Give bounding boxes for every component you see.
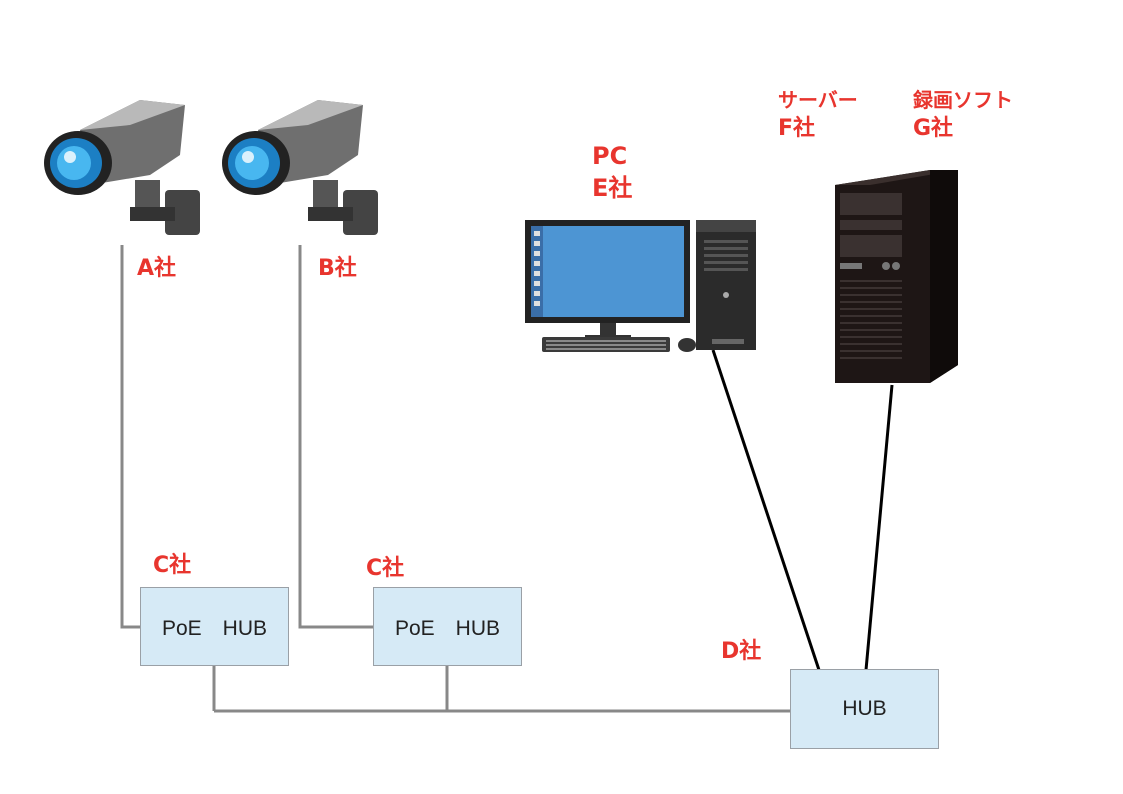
security-camera-icon xyxy=(44,100,200,235)
cable-camera-a xyxy=(120,245,141,629)
hub-company-label: D社 xyxy=(721,639,762,664)
cable-camera-b xyxy=(298,245,374,629)
pc-name-label: PC xyxy=(592,142,628,170)
server-name-label: サーバー xyxy=(778,88,858,112)
cable-server xyxy=(864,384,894,671)
desktop-pc-icon xyxy=(525,220,756,352)
poe-hub-2-label: PoE HUB xyxy=(394,616,501,640)
hub: HUB xyxy=(790,669,939,749)
poe-hub-1-company-label: C社 xyxy=(153,553,192,578)
camera-b-company-label: B社 xyxy=(318,256,357,281)
poe-hub-1: PoE HUB xyxy=(140,587,289,666)
software-company-label: G社 xyxy=(913,116,954,141)
cable-pc xyxy=(711,349,821,671)
poe-hub-2-company-label: C社 xyxy=(366,556,405,581)
camera-a-company-label: A社 xyxy=(137,256,177,281)
poe-hub-1-label: PoE HUB xyxy=(161,616,268,640)
server-company-label: F社 xyxy=(778,116,816,141)
software-name-label: 録画ソフト xyxy=(913,88,1013,112)
hub-label: HUB xyxy=(842,697,887,720)
tower-server-icon xyxy=(835,170,958,383)
poe-hub-2: PoE HUB xyxy=(373,587,522,666)
pc-company-label: E社 xyxy=(592,174,633,202)
security-camera-icon xyxy=(222,100,378,235)
